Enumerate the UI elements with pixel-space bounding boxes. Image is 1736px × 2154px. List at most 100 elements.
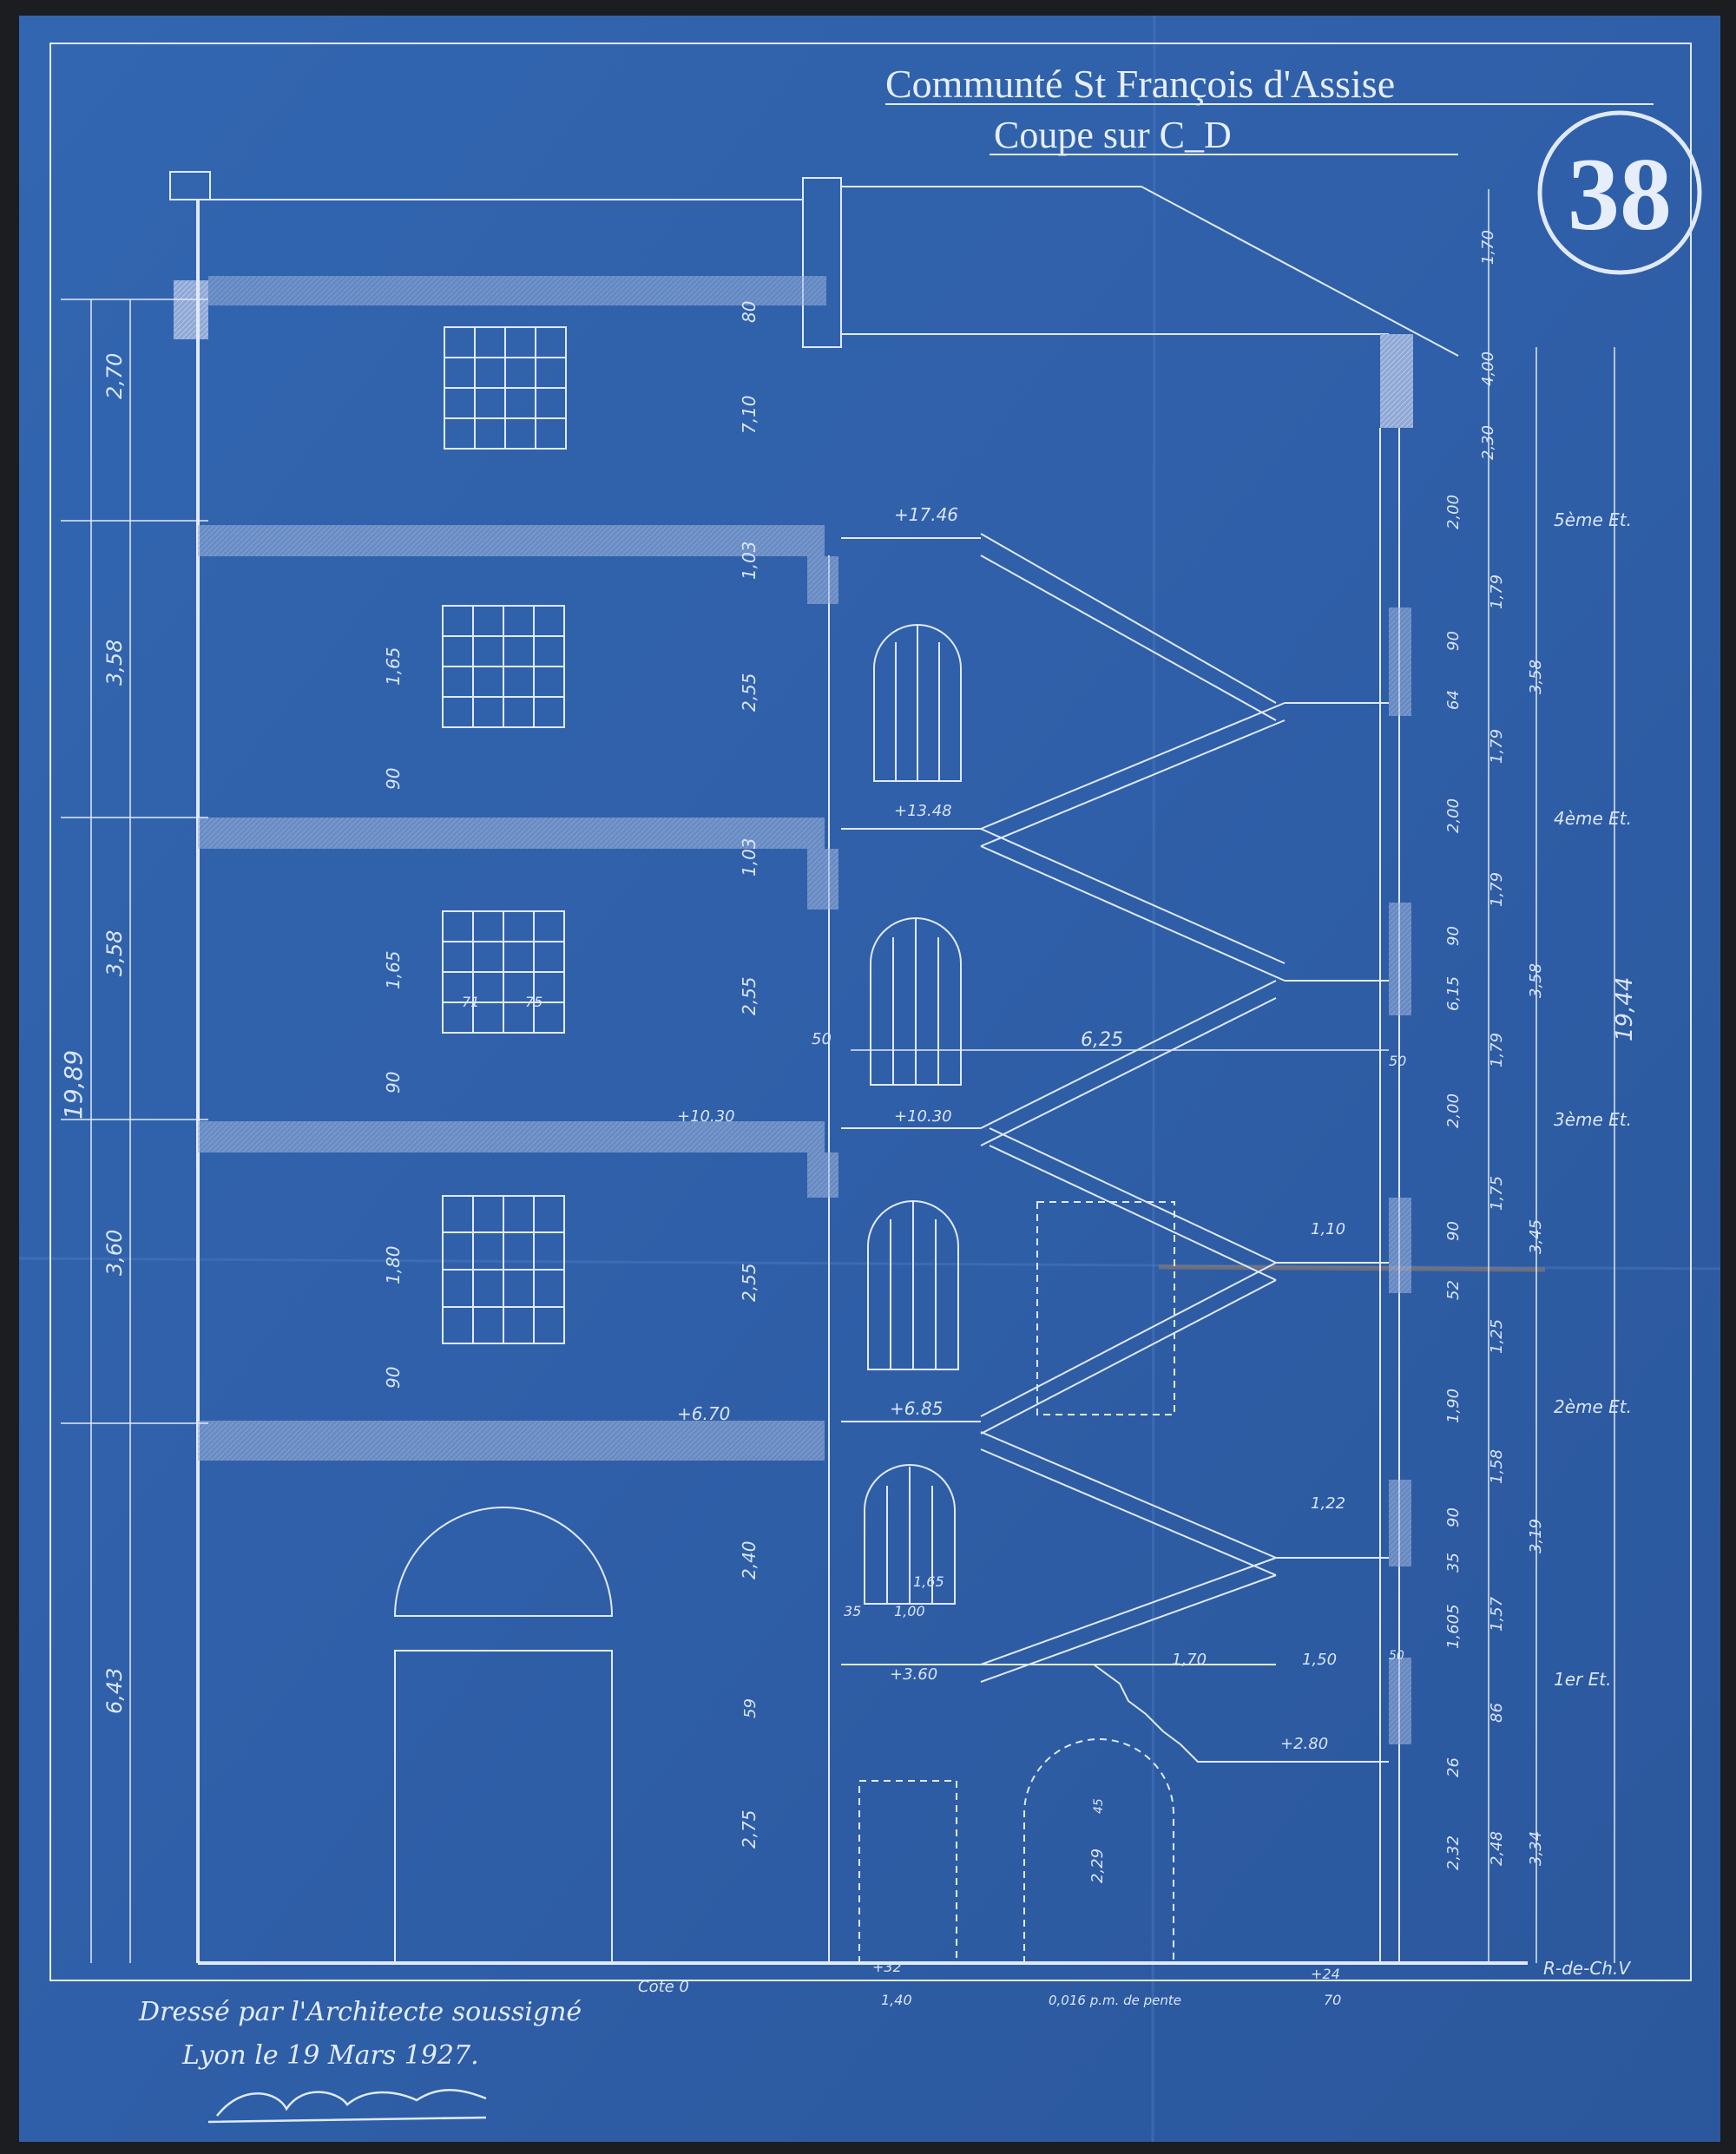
dim-r90a: 90: [1444, 631, 1463, 651]
beam-5: [807, 556, 838, 604]
dim-s110: 1,10: [1311, 1220, 1345, 1238]
slab-2: [198, 1421, 825, 1461]
dim-r190: 1,90: [1444, 1389, 1463, 1423]
slab-3: [198, 1121, 825, 1153]
plate-circle: [1537, 110, 1702, 275]
dim-w71: 71: [462, 994, 479, 1010]
dim-s170: 1,70: [1172, 1651, 1207, 1669]
dim-r179b: 1,79: [1488, 729, 1506, 764]
dim-r90b: 90: [1444, 926, 1463, 946]
dim-r400: 4,00: [1479, 351, 1497, 386]
dim-360: 3,60: [102, 1230, 127, 1276]
window-floor3: [442, 910, 565, 1034]
dim-w90b: 90: [383, 1072, 404, 1093]
dim-103b: 1,03: [739, 837, 760, 877]
parapet-left: [174, 280, 208, 339]
elev-1030b: +10.30: [894, 1107, 952, 1126]
title-line1: Communté St François d'Assise: [885, 62, 1395, 106]
dim-r125: 1,25: [1488, 1319, 1506, 1354]
dashed-openings: [858, 1201, 1175, 1964]
dim-w75: 75: [525, 994, 542, 1010]
dim-r200b: 2,00: [1444, 798, 1463, 833]
elev-1030a: +10.30: [677, 1107, 735, 1126]
dim-s229: 2,29: [1088, 1849, 1107, 1883]
level-4: 4ème Et.: [1554, 808, 1632, 829]
ground-door: [393, 1507, 614, 1964]
dim-r90c: 90: [1444, 1221, 1463, 1241]
dim-r1605: 1,605: [1444, 1604, 1463, 1649]
level-1: 1er Et.: [1554, 1669, 1611, 1690]
dim-s140: 1,40: [881, 1992, 912, 2008]
dim-r334: 3,34: [1527, 1831, 1545, 1866]
dim-cote0: Cote 0: [638, 1978, 689, 1996]
dim-r90d: 90: [1444, 1507, 1463, 1527]
dim-r615: 6,15: [1444, 976, 1463, 1011]
dim-r158: 1,58: [1488, 1449, 1506, 1484]
landing-3: [1389, 903, 1411, 1015]
window-floor2: [442, 1195, 565, 1344]
attic-slab: [208, 276, 826, 305]
beam-4: [807, 849, 838, 910]
plate-number: 38: [1568, 136, 1672, 252]
elev-24: +24: [1311, 1966, 1340, 1982]
dim-w165b: 1,65: [383, 950, 404, 989]
level-ground: R-de-Ch.V: [1543, 1958, 1631, 1979]
dim-r179d: 1,79: [1488, 1033, 1506, 1067]
dim-r358b: 3,58: [1527, 963, 1545, 998]
dim-r179c: 1,79: [1488, 872, 1506, 907]
dim-r52: 52: [1444, 1280, 1463, 1300]
dim-r26: 26: [1444, 1757, 1463, 1777]
signature-line2: Lyon le 19 Mars 1927.: [181, 2040, 479, 2071]
dim-r64: 64: [1444, 690, 1463, 710]
window-floor4: [442, 605, 565, 728]
dim-s100: 1,00: [894, 1603, 925, 1619]
dim-s625: 6,25: [1081, 1029, 1123, 1051]
dim-r175: 1,75: [1488, 1176, 1506, 1211]
dim-s150: 1,50: [1302, 1651, 1337, 1669]
dim-255c: 2,55: [739, 1263, 760, 1302]
dim-s45: 45: [1092, 1798, 1106, 1814]
elev-1348: +13.48: [894, 802, 952, 820]
slab-5: [198, 525, 825, 556]
dim-s122: 1,22: [1311, 1494, 1345, 1513]
chimney-left: [169, 171, 211, 200]
dim-r345: 3,45: [1527, 1219, 1545, 1254]
dim-240: 2,40: [739, 1540, 760, 1579]
dim-w165a: 1,65: [383, 647, 404, 686]
dim-80: 80: [739, 301, 760, 323]
right-upper-wall: [1380, 334, 1413, 428]
staircase: [841, 533, 1389, 1763]
level-5: 5ème Et.: [1554, 509, 1632, 530]
landing-1: [1389, 1480, 1411, 1566]
elev-280: +2.80: [1280, 1735, 1328, 1753]
elev-360: +3.60: [890, 1665, 937, 1684]
left-dimension-chain: [61, 189, 1615, 1963]
dim-s35: 35: [844, 1603, 861, 1619]
dim-r232: 2,32: [1444, 1835, 1463, 1870]
elev-1746: +17.46: [894, 504, 958, 525]
signature-scrawl: [207, 2089, 487, 2124]
dim-s50a: 50: [812, 1030, 832, 1048]
dim-r200a: 2,00: [1444, 495, 1463, 529]
dim-r35: 35: [1444, 1553, 1463, 1573]
dim-275: 2,75: [739, 1809, 760, 1849]
elev-670: +6.70: [677, 1403, 730, 1424]
dim-slope: 0,016 p.m. de pente: [1049, 1993, 1181, 2008]
dim-w180: 1,80: [383, 1245, 404, 1284]
dim-s50c: 50: [1389, 1649, 1404, 1663]
dim-r248: 2,48: [1488, 1831, 1506, 1866]
roof-wall: [802, 177, 842, 348]
dim-w90c: 90: [383, 1367, 404, 1389]
dim-r200c: 2,00: [1444, 1093, 1463, 1128]
beam-3: [807, 1153, 838, 1198]
slab-4: [198, 818, 825, 849]
level-3: 3ème Et.: [1554, 1109, 1632, 1130]
dim-r86: 86: [1488, 1703, 1506, 1723]
landing-2: [1389, 1198, 1411, 1293]
dim-r230: 2,30: [1479, 425, 1497, 460]
dim-s70: 70: [1324, 1992, 1341, 2008]
dim-255a: 2,55: [739, 673, 760, 712]
dim-r179a: 1,79: [1488, 575, 1506, 609]
